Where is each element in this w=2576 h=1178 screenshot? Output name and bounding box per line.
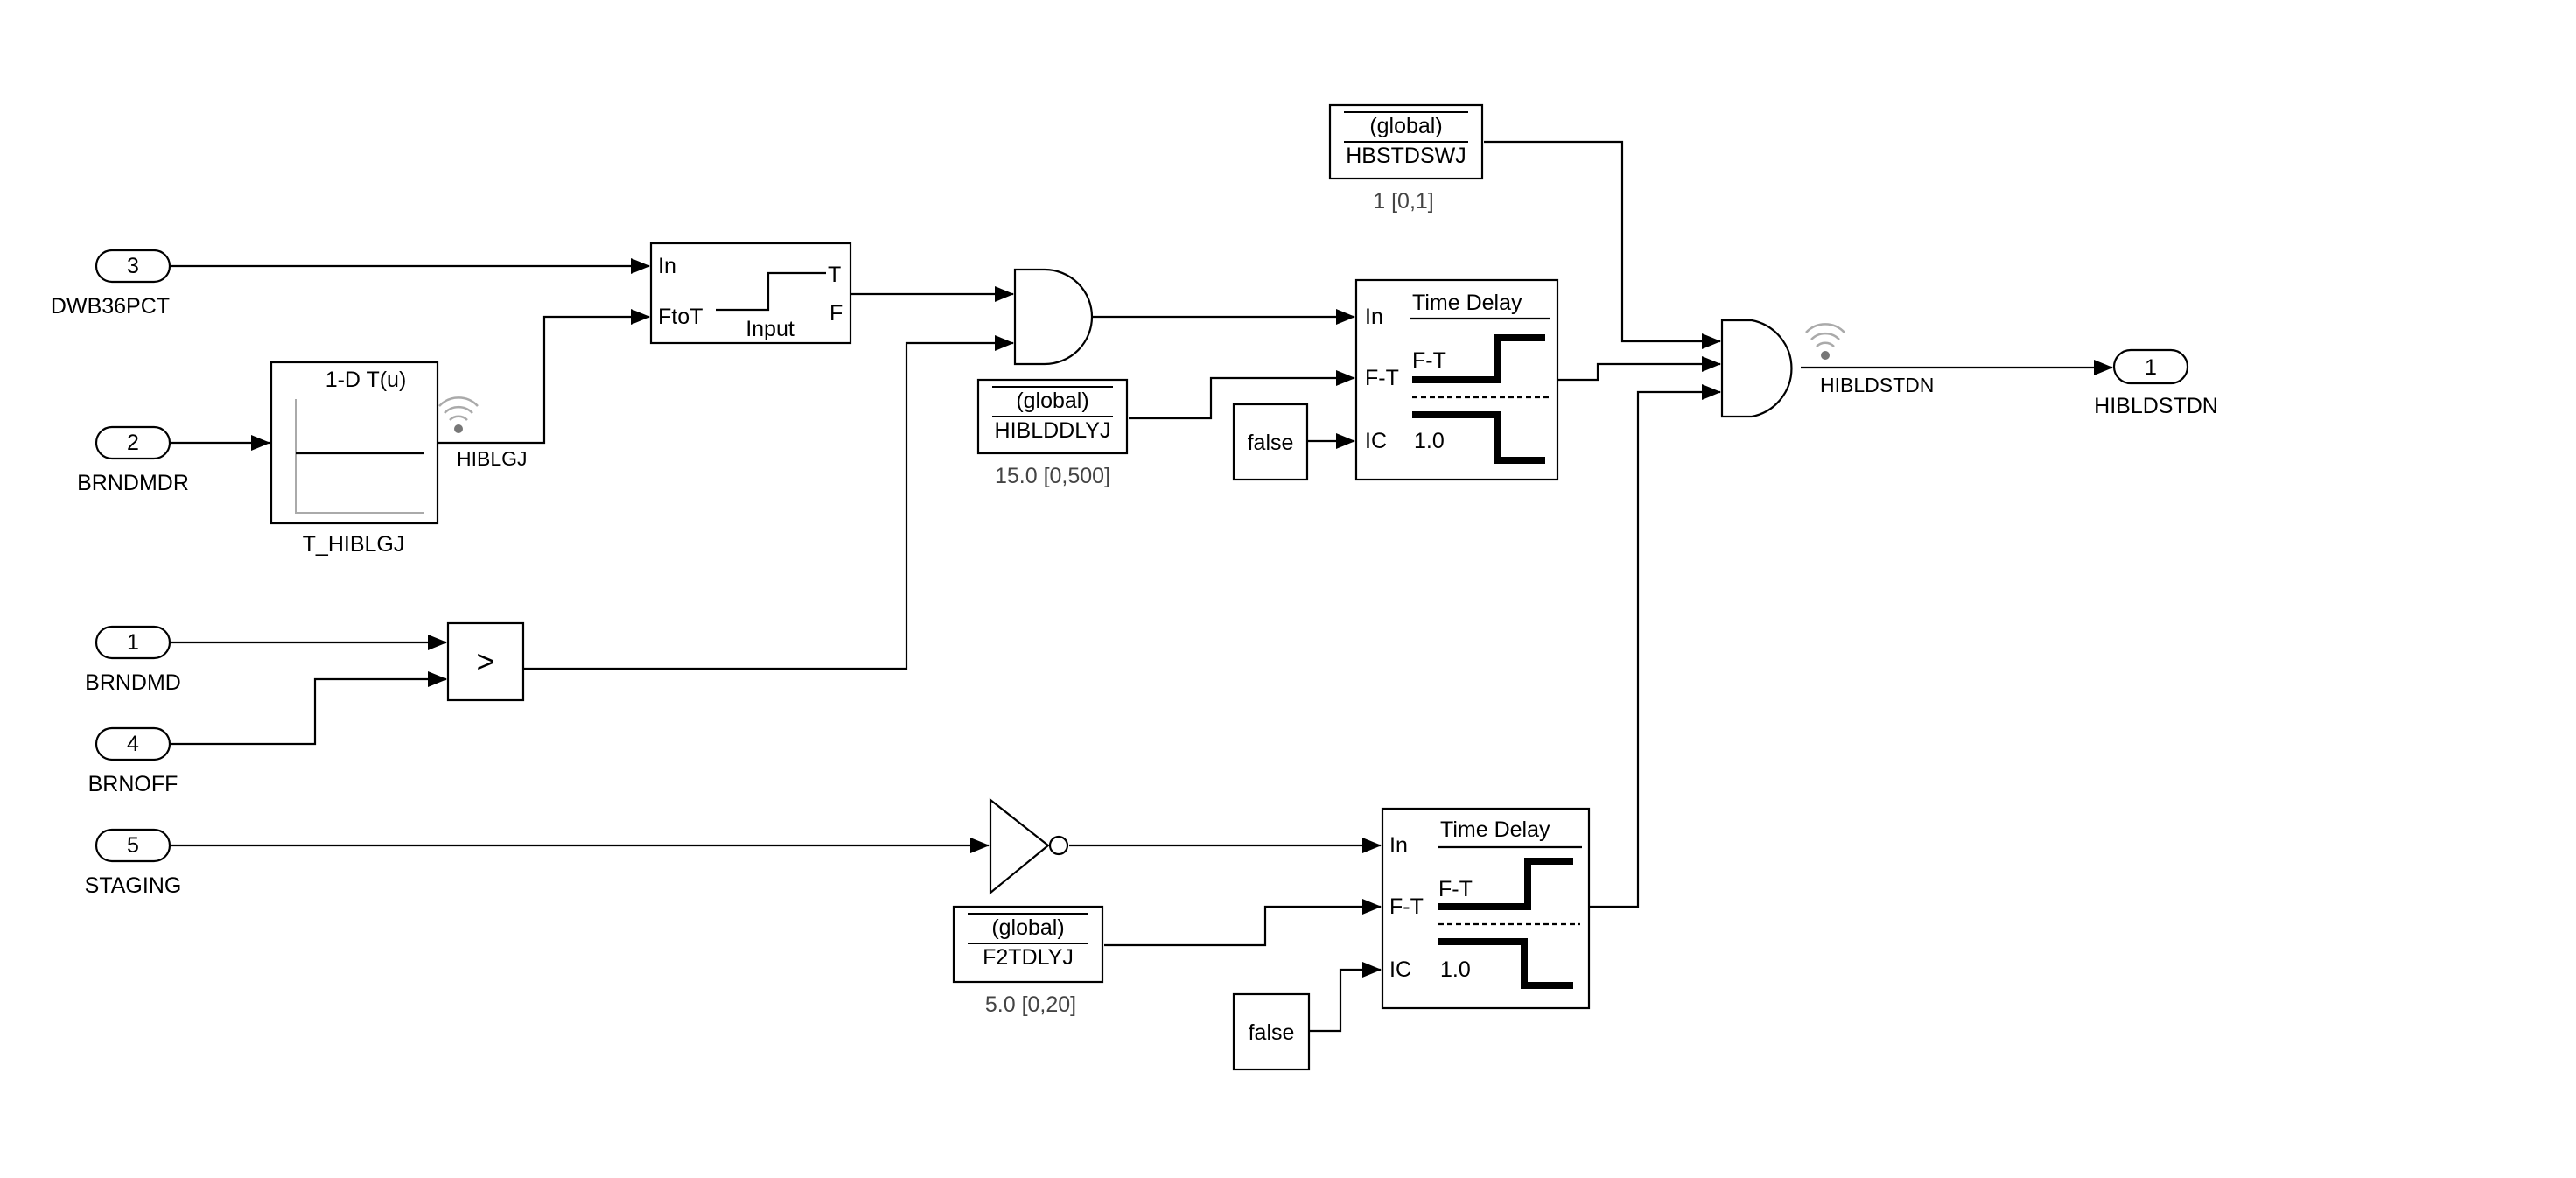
constant-name: HIBLDDLYJ xyxy=(995,418,1111,443)
wire-delay1-to-and[interactable] xyxy=(1558,356,1721,382)
inport-brndmdr[interactable]: 2 BRNDMDR xyxy=(77,425,189,495)
lookup-name: T_HIBLGJ xyxy=(303,532,405,557)
signal-label-hiblgj: HIBLGJ xyxy=(457,447,528,470)
time-delay-ic-value: 1.0 xyxy=(1414,429,1445,453)
constant-hbstdswj[interactable]: (global) HBSTDSWJ 1 [0,1] xyxy=(1328,103,1484,214)
constant-f2tdlyj[interactable]: (global) F2TDLYJ 5.0 [0,20] xyxy=(952,905,1104,1017)
switch-f-label: F xyxy=(830,301,843,326)
switch-input-label: Input xyxy=(746,317,794,341)
inport-number: 4 xyxy=(127,732,139,756)
time-delay-block-1[interactable]: Time Delay In F-T IC F-T 1.0 xyxy=(1354,278,1559,481)
time-delay-in-port: In xyxy=(1390,833,1408,858)
constant-name: F2TDLYJ xyxy=(983,945,1074,970)
outport-label: HIBLDSTDN xyxy=(2094,394,2218,418)
time-delay-ft-port: F-T xyxy=(1390,894,1424,919)
constant-hiblddlyj[interactable]: (global) HIBLDDLYJ 15.0 [0,500] xyxy=(976,378,1129,488)
time-delay-ft-port: F-T xyxy=(1365,366,1399,390)
inport-label: DWB36PCT xyxy=(51,294,170,319)
wire-hbstdswj-to-and[interactable] xyxy=(1484,140,1721,349)
outport-hibldstdn[interactable]: 1 HIBLDSTDN xyxy=(2094,348,2218,418)
wire-f2tdlyj-to-delay[interactable] xyxy=(1104,899,1382,947)
constant-value: 5.0 [0,20] xyxy=(985,992,1076,1017)
falling-step-icon xyxy=(1438,938,1573,989)
signal-label-hibldstdn: HIBLDSTDN xyxy=(1820,374,1934,396)
lookup-title: 1-D T(u) xyxy=(326,368,407,392)
switch-block[interactable]: In FtoT T F Input xyxy=(649,242,852,345)
lookup-axes xyxy=(295,399,424,514)
and-gate-1[interactable] xyxy=(1013,268,1094,366)
inport-number: 3 xyxy=(127,254,139,278)
boolean-constant-2[interactable]: false xyxy=(1232,992,1311,1071)
inport-dwb36pct[interactable]: 3 DWB36PCT xyxy=(51,249,172,319)
time-delay-block-2[interactable]: Time Delay In F-T IC F-T 1.0 xyxy=(1381,807,1591,1010)
relational-operator-block[interactable]: > xyxy=(446,621,525,702)
not-bubble xyxy=(1048,835,1069,856)
switch-ftot-port: FtoT xyxy=(658,305,703,329)
wire-relational-to-and[interactable] xyxy=(523,335,1014,670)
wireless-icon xyxy=(438,396,479,433)
inport-staging[interactable]: 5 STAGING xyxy=(85,828,182,898)
falling-step-icon xyxy=(1412,411,1545,464)
constant-scope: (global) xyxy=(1016,389,1088,413)
boolean-constant-1[interactable]: false xyxy=(1232,403,1309,481)
outport-number: 1 xyxy=(2145,355,2157,380)
time-delay-title: Time Delay xyxy=(1440,817,1550,842)
boolean-value: false xyxy=(1249,1020,1295,1045)
inport-brndmd[interactable]: 1 BRNDMD xyxy=(85,625,181,695)
wire-false2-to-ic[interactable] xyxy=(1309,962,1382,1033)
logical-not-gate[interactable] xyxy=(989,797,1069,895)
inport-label: STAGING xyxy=(85,873,182,898)
constant-scope: (global) xyxy=(991,915,1064,940)
inport-number: 2 xyxy=(127,431,139,455)
inport-label: BRNDMD xyxy=(85,670,181,695)
time-delay-in-port: In xyxy=(1365,305,1383,329)
inport-label: BRNOFF xyxy=(88,772,178,796)
wire-hiblddlyj-to-delay[interactable] xyxy=(1129,370,1355,420)
switch-step-icon xyxy=(716,271,826,312)
wire-brnoff[interactable] xyxy=(170,671,447,746)
switch-in-port: In xyxy=(658,254,676,278)
inport-number: 1 xyxy=(127,630,139,655)
lookup-table-block[interactable]: 1-D T(u) T_HIBLGJ xyxy=(270,361,439,557)
wire-hiblgj[interactable] xyxy=(438,309,650,445)
time-delay-title: Time Delay xyxy=(1412,291,1522,315)
signal-lines xyxy=(170,140,2113,1033)
inport-brnoff[interactable]: 4 BRNOFF xyxy=(88,726,178,796)
and-gate-2[interactable] xyxy=(1720,319,1793,418)
rising-step-icon xyxy=(1438,858,1573,910)
time-delay-ic-port: IC xyxy=(1390,957,1411,982)
constant-name: HBSTDSWJ xyxy=(1346,144,1466,168)
boolean-value: false xyxy=(1248,431,1294,455)
time-delay-ft-label: F-T xyxy=(1438,877,1473,901)
wireless-icon xyxy=(1805,323,1845,360)
time-delay-ft-label: F-T xyxy=(1412,348,1446,373)
constant-value: 15.0 [0,500] xyxy=(995,464,1110,488)
time-delay-ic-port: IC xyxy=(1365,429,1387,453)
inport-number: 5 xyxy=(127,833,139,858)
wire-delay2-to-and[interactable] xyxy=(1589,384,1721,908)
time-delay-ic-value: 1.0 xyxy=(1440,957,1471,982)
constant-scope: (global) xyxy=(1369,114,1442,138)
relational-operator-symbol: > xyxy=(476,643,494,679)
inport-label: BRNDMDR xyxy=(77,471,189,495)
rising-step-icon xyxy=(1412,334,1545,383)
constant-value: 1 [0,1] xyxy=(1373,189,1434,214)
switch-t-label: T xyxy=(828,263,841,287)
